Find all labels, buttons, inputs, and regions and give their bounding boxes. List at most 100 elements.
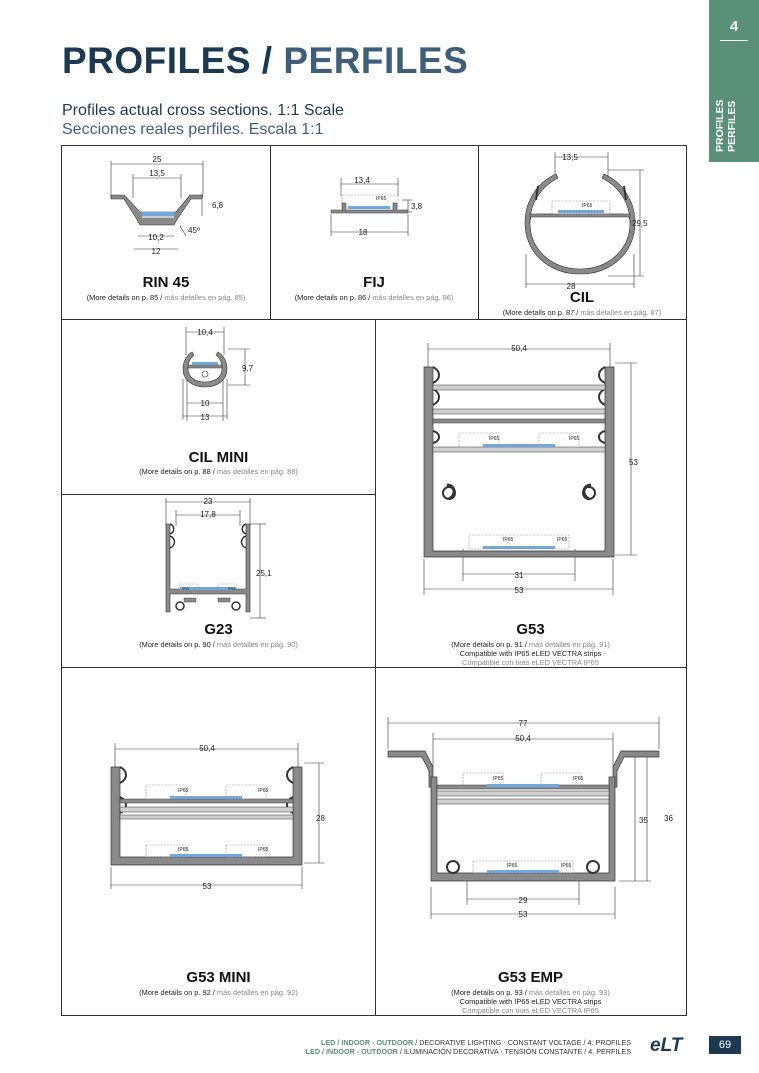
chapter-tab: 4 PROFILES PERFILES: [709, 0, 759, 162]
g53emp-ip65-tag: IP65: [573, 776, 584, 782]
g53-drawing: IP65 IP65 IP65 IP65 50,4 53 31 53: [423, 343, 638, 595]
chapter-label: PROFILES PERFILES: [714, 62, 738, 152]
g53emp-compat-es: Compatible con tiras eLED VECTRA IP65: [462, 1006, 599, 1015]
cil-name: CIL: [569, 289, 595, 306]
cil-ip65-tag: IP65: [582, 203, 593, 209]
chapter-label-en: PROFILES: [714, 99, 726, 152]
g23-ip65-tag: IP65: [182, 587, 189, 591]
fij-name: FIJ: [363, 274, 385, 291]
g53emp-ip65-tag: IP65: [561, 863, 572, 869]
g53-compat-en: Compatible with IP65 eLED VECTRA strips: [459, 649, 602, 658]
profiles-grid: [61, 145, 687, 1016]
brand-logo: eLT: [650, 1035, 683, 1056]
g23-name: G23: [204, 621, 233, 638]
page-number: 69: [709, 1036, 741, 1054]
g53-ip65-tag: IP65: [569, 436, 580, 442]
g53-ip65-tag: IP65: [503, 537, 514, 543]
cil-details: (More details on p. 87 / más detalles en…: [502, 308, 662, 317]
g53-dim: 50,4: [511, 344, 527, 353]
fij-dim: 3,8: [411, 202, 423, 211]
profile-cil: IP65 13,5 29,5 28 CIL (More details on p…: [478, 146, 686, 318]
rin45-dim: 13,5: [149, 169, 165, 178]
g53mini-drawing: IP65 IP65 IP65 IP65 50,4 28 53: [110, 743, 325, 891]
g53emp-dim: 50,4: [515, 734, 531, 743]
profile-g53: IP65 IP65 IP65 IP65 50,4 53 31 53 G53 (M…: [375, 319, 686, 667]
g53mini-ip65-tag: IP65: [178, 788, 189, 794]
cil-drawing: IP65 13,5 29,5 28: [524, 152, 648, 291]
cilmini-dim: 13: [201, 413, 210, 422]
rin45-name: RIN 45: [142, 274, 190, 291]
page-title-es: PERFILES: [283, 40, 469, 81]
fij-details: (More details on p. 86 / más detalles en…: [294, 293, 454, 302]
g53emp-dim: 29: [519, 896, 528, 905]
g53mini-ip65-tag: IP65: [258, 788, 269, 794]
g23-dim: 17,8: [200, 510, 216, 519]
g53mini-dim: 50,4: [199, 744, 215, 753]
g53emp-ip65-tag: IP65: [493, 776, 504, 782]
footer-line-en: LED / INDOOR - OUTDOOR / DECORATIVE LIGH…: [320, 1038, 631, 1047]
g23-dim: 23: [204, 497, 213, 506]
subtitle-es: Secciones reales perfiles. Escala 1:1: [62, 121, 324, 138]
cilmini-name: CIL MINI: [188, 449, 249, 466]
profile-g23: IP65 IP65 23 17,8 25,1 G23 (More details…: [62, 494, 375, 666]
rin45-dim: 10,2: [148, 233, 164, 242]
cilmini-dim: 10,4: [197, 328, 213, 337]
footer-line-es: LED / INDOOR - OUTDOOR / ILUMINACIÓN DEC…: [305, 1047, 631, 1056]
grid-divider: [478, 146, 479, 319]
cil-dim: 29,5: [632, 219, 648, 228]
profile-g53-mini: IP65 IP65 IP65 IP65 50,4 28 53 G53 MINI …: [62, 667, 375, 1015]
cilmini-dim: 10: [201, 399, 210, 408]
cilmini-drawing: 10,4 9,7 10 13: [182, 327, 254, 422]
g53emp-drawing: IP65 IP65 IP65 IP65 77 50,4 35 36 29 53: [387, 717, 673, 919]
profile-cil-mini: 10,4 9,7 10 13 CIL MINI (More details on…: [62, 319, 375, 493]
fij-dim: 13,4: [354, 176, 370, 185]
rin45-dim: 6,8: [212, 201, 224, 210]
g53mini-ip65-tag: IP65: [178, 847, 189, 853]
g53mini-details: (More details on p. 92 / más detalles en…: [139, 988, 298, 997]
g53emp-compat-en: Compatible with IP65 eLED VECTRA strips: [459, 997, 602, 1006]
g53emp-dim: 36: [664, 814, 673, 823]
page-title: PROFILES / PERFILES: [62, 40, 468, 82]
g53mini-name: G53 MINI: [186, 969, 251, 986]
cil-dim: 28: [567, 282, 576, 291]
grid-divider: [270, 146, 271, 319]
cil-dim: 13,5: [562, 153, 578, 162]
subtitle-en: Profiles actual cross sections. 1:1 Scal…: [62, 102, 344, 119]
g53mini-dim: 28: [316, 814, 325, 823]
rin45-dim: 45º: [188, 226, 200, 235]
fij-ip65-tag: IP65: [376, 196, 387, 202]
rin45-drawing: 25 13,5 6,8 45º 10,2 12: [110, 155, 224, 256]
rin45-dim: 25: [153, 155, 162, 164]
fij-drawing: IP65 13,4 3,8 18: [330, 176, 423, 237]
g53mini-ip65-tag: IP65: [258, 847, 269, 853]
grid-divider: [62, 667, 686, 668]
g23-dim: 25,1: [256, 569, 272, 578]
g53-details: (More details on p. 91 / más detalles en…: [375, 640, 686, 667]
g53-dim: 31: [515, 571, 524, 580]
g53emp-name: G53 EMP: [497, 969, 564, 986]
grid-divider: [62, 494, 375, 495]
page-title-en: PROFILES /: [62, 40, 284, 81]
profile-rin45: 25 13,5 6,8 45º 10,2 12 RIN 45 (More det…: [62, 146, 270, 318]
g53-dim: 53: [515, 586, 524, 595]
g53-name: G53: [516, 621, 545, 638]
chapter-label-es: PERFILES: [726, 100, 738, 152]
g53emp-ip65-tag: IP65: [507, 863, 518, 869]
profile-g53-emp: IP65 IP65 IP65 IP65 77 50,4 35 36 29 53 …: [375, 667, 686, 1015]
cilmini-dim: 9,7: [242, 364, 254, 373]
profile-fij: IP65 13,4 3,8 18 FIJ (More details on p.…: [270, 146, 478, 318]
g53emp-dim: 35: [639, 816, 648, 825]
g53-compat-es: Compatible con tiras eLED VECTRA IP65: [462, 658, 599, 667]
g53-ip65-tag: IP65: [489, 436, 500, 442]
fij-dim: 18: [359, 228, 368, 237]
rin45-dim: 12: [152, 247, 161, 256]
g53emp-details: (More details on p. 93 / más detalles en…: [375, 988, 686, 1015]
cilmini-details: (More details on p. 88 / más detalles en…: [139, 467, 298, 476]
g53-dim: 53: [629, 458, 638, 467]
chapter-number: 4: [729, 18, 739, 35]
g53emp-dim: 77: [519, 719, 528, 728]
rin45-details: (More details on p. 85 / más detalles en…: [86, 293, 246, 302]
g23-drawing: IP65 IP65 23 17,8 25,1: [165, 497, 272, 619]
g53-ip65-tag: IP65: [557, 537, 568, 543]
chapter-divider: [720, 40, 748, 41]
